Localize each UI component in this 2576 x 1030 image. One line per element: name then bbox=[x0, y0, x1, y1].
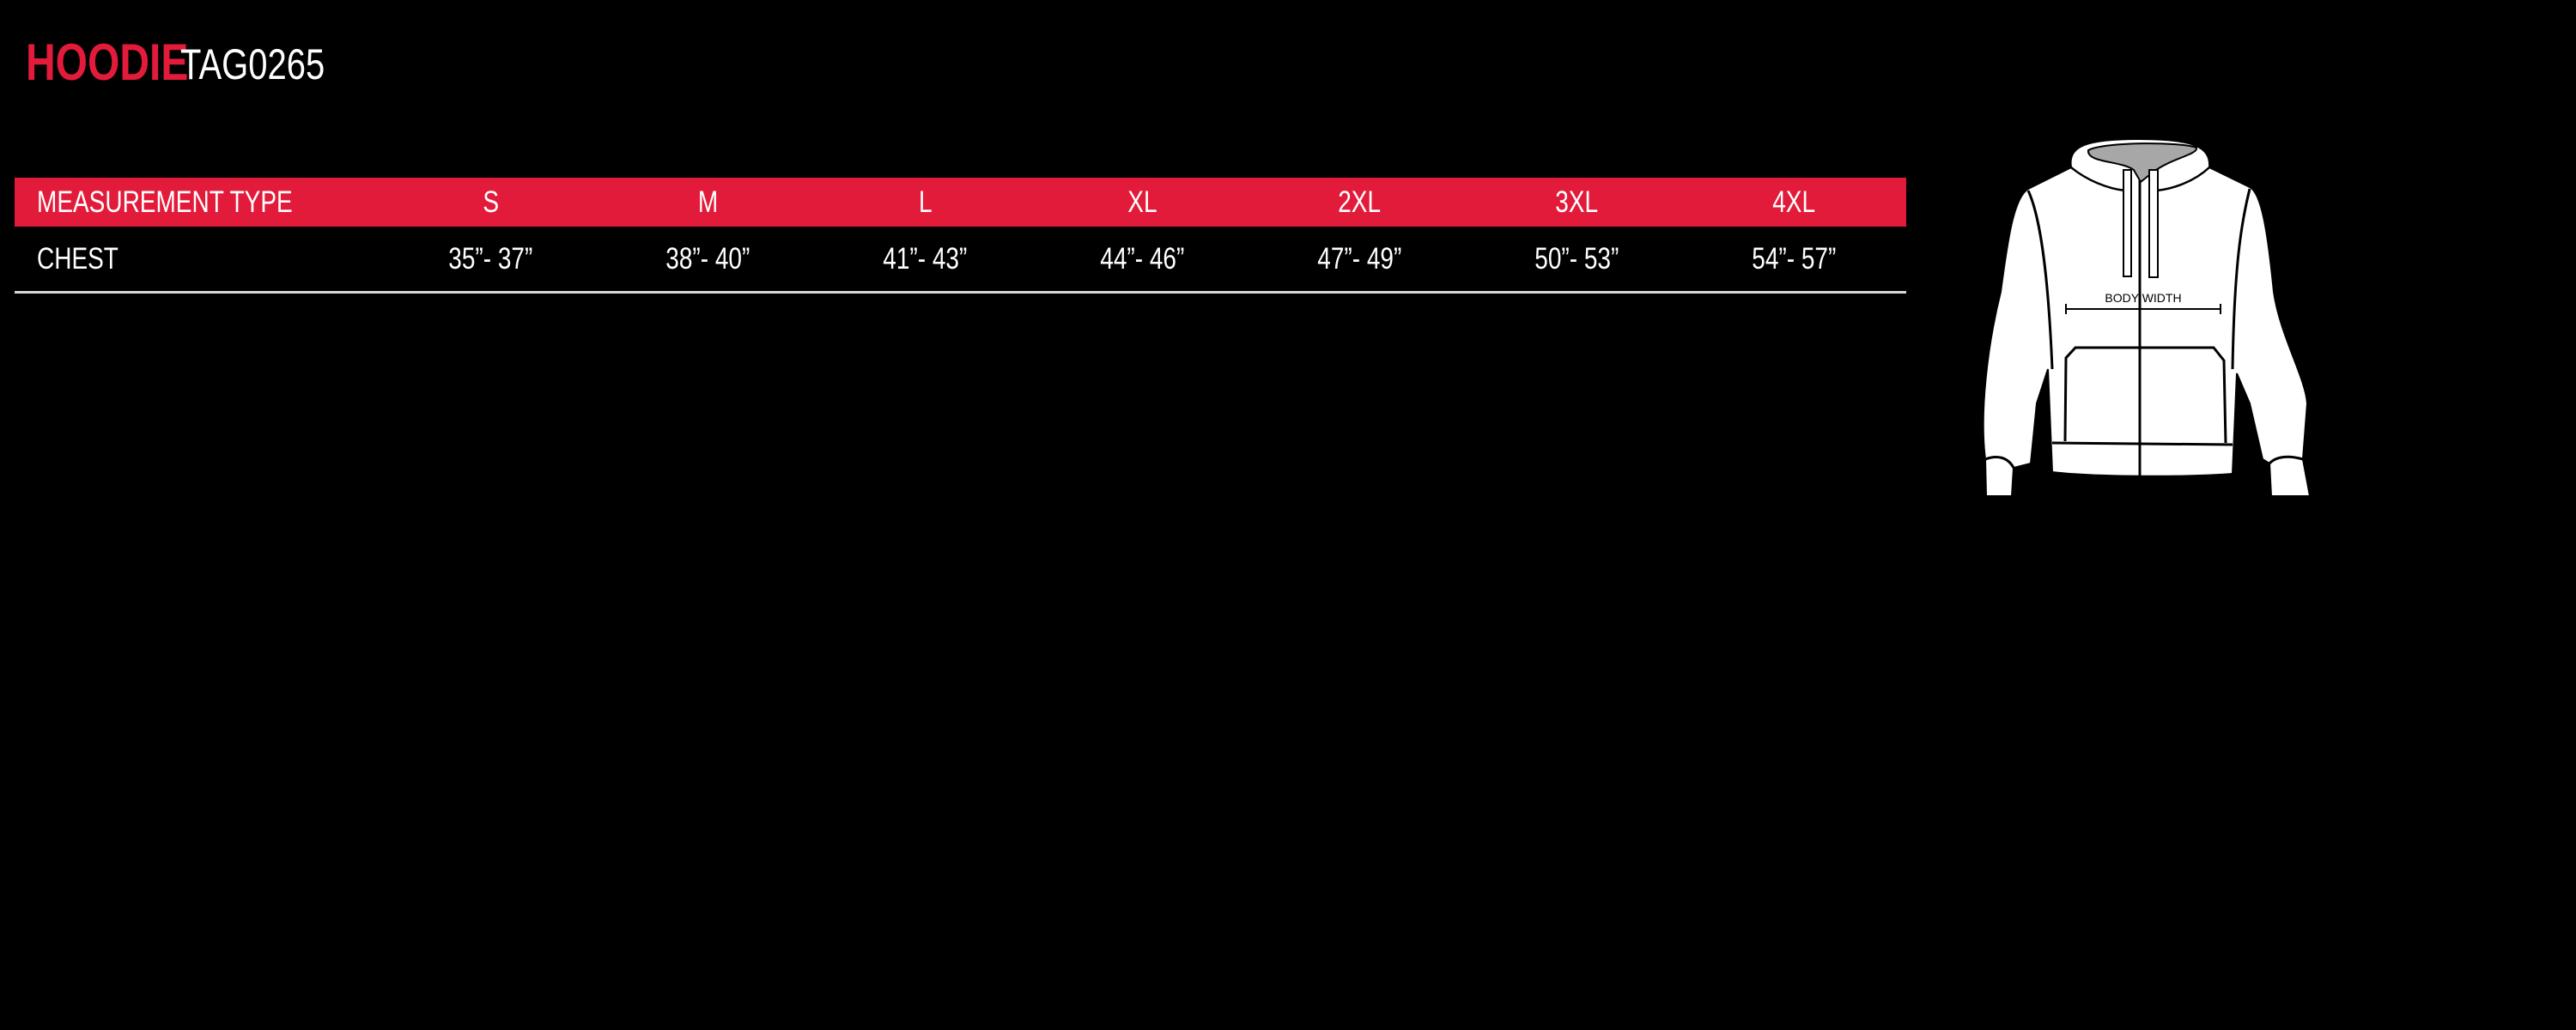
hoodie-diagram: BODY WIDTH bbox=[1982, 137, 2312, 497]
table-cell: 38”- 40” bbox=[665, 241, 750, 276]
column-header-2xl: 2XL bbox=[1338, 185, 1382, 219]
seams bbox=[1984, 188, 2304, 469]
hood-opening bbox=[2087, 142, 2197, 184]
table-header-row: MEASUREMENT TYPE S M L XL 2XL 3XL 4XL bbox=[15, 178, 1906, 227]
row-label-chest: CHEST bbox=[37, 241, 118, 276]
product-code: TAG0265 bbox=[180, 40, 325, 88]
table-cell: 35”- 37” bbox=[448, 241, 533, 276]
column-header-s: S bbox=[483, 185, 499, 219]
table-cell: 54”- 57” bbox=[1752, 241, 1837, 276]
table-cell: 47”- 49” bbox=[1317, 241, 1402, 276]
table-cell: 44”- 46” bbox=[1100, 241, 1185, 276]
body-width-label: BODY WIDTH bbox=[2105, 291, 2181, 305]
drawstring-right bbox=[2148, 169, 2159, 278]
column-header-m: M bbox=[697, 185, 719, 219]
column-header-measurement-type: MEASUREMENT TYPE bbox=[37, 185, 293, 219]
drawstring-left bbox=[2123, 169, 2132, 277]
column-header-3xl: 3XL bbox=[1555, 185, 1599, 219]
column-header-l: L bbox=[918, 185, 933, 219]
table-cell: 41”- 43” bbox=[883, 241, 968, 276]
product-type-title: HOODIE bbox=[26, 33, 189, 91]
column-header-xl: XL bbox=[1127, 185, 1157, 219]
table-cell: 50”- 53” bbox=[1534, 241, 1619, 276]
table-row: CHEST 35”- 37” 38”- 40” 41”- 43” 44”- 46… bbox=[15, 227, 1906, 294]
body-width-arrow bbox=[2065, 304, 2221, 314]
size-chart-table: MEASUREMENT TYPE S M L XL 2XL 3XL 4XL CH… bbox=[15, 178, 1906, 294]
column-header-4xl: 4XL bbox=[1772, 185, 1816, 219]
